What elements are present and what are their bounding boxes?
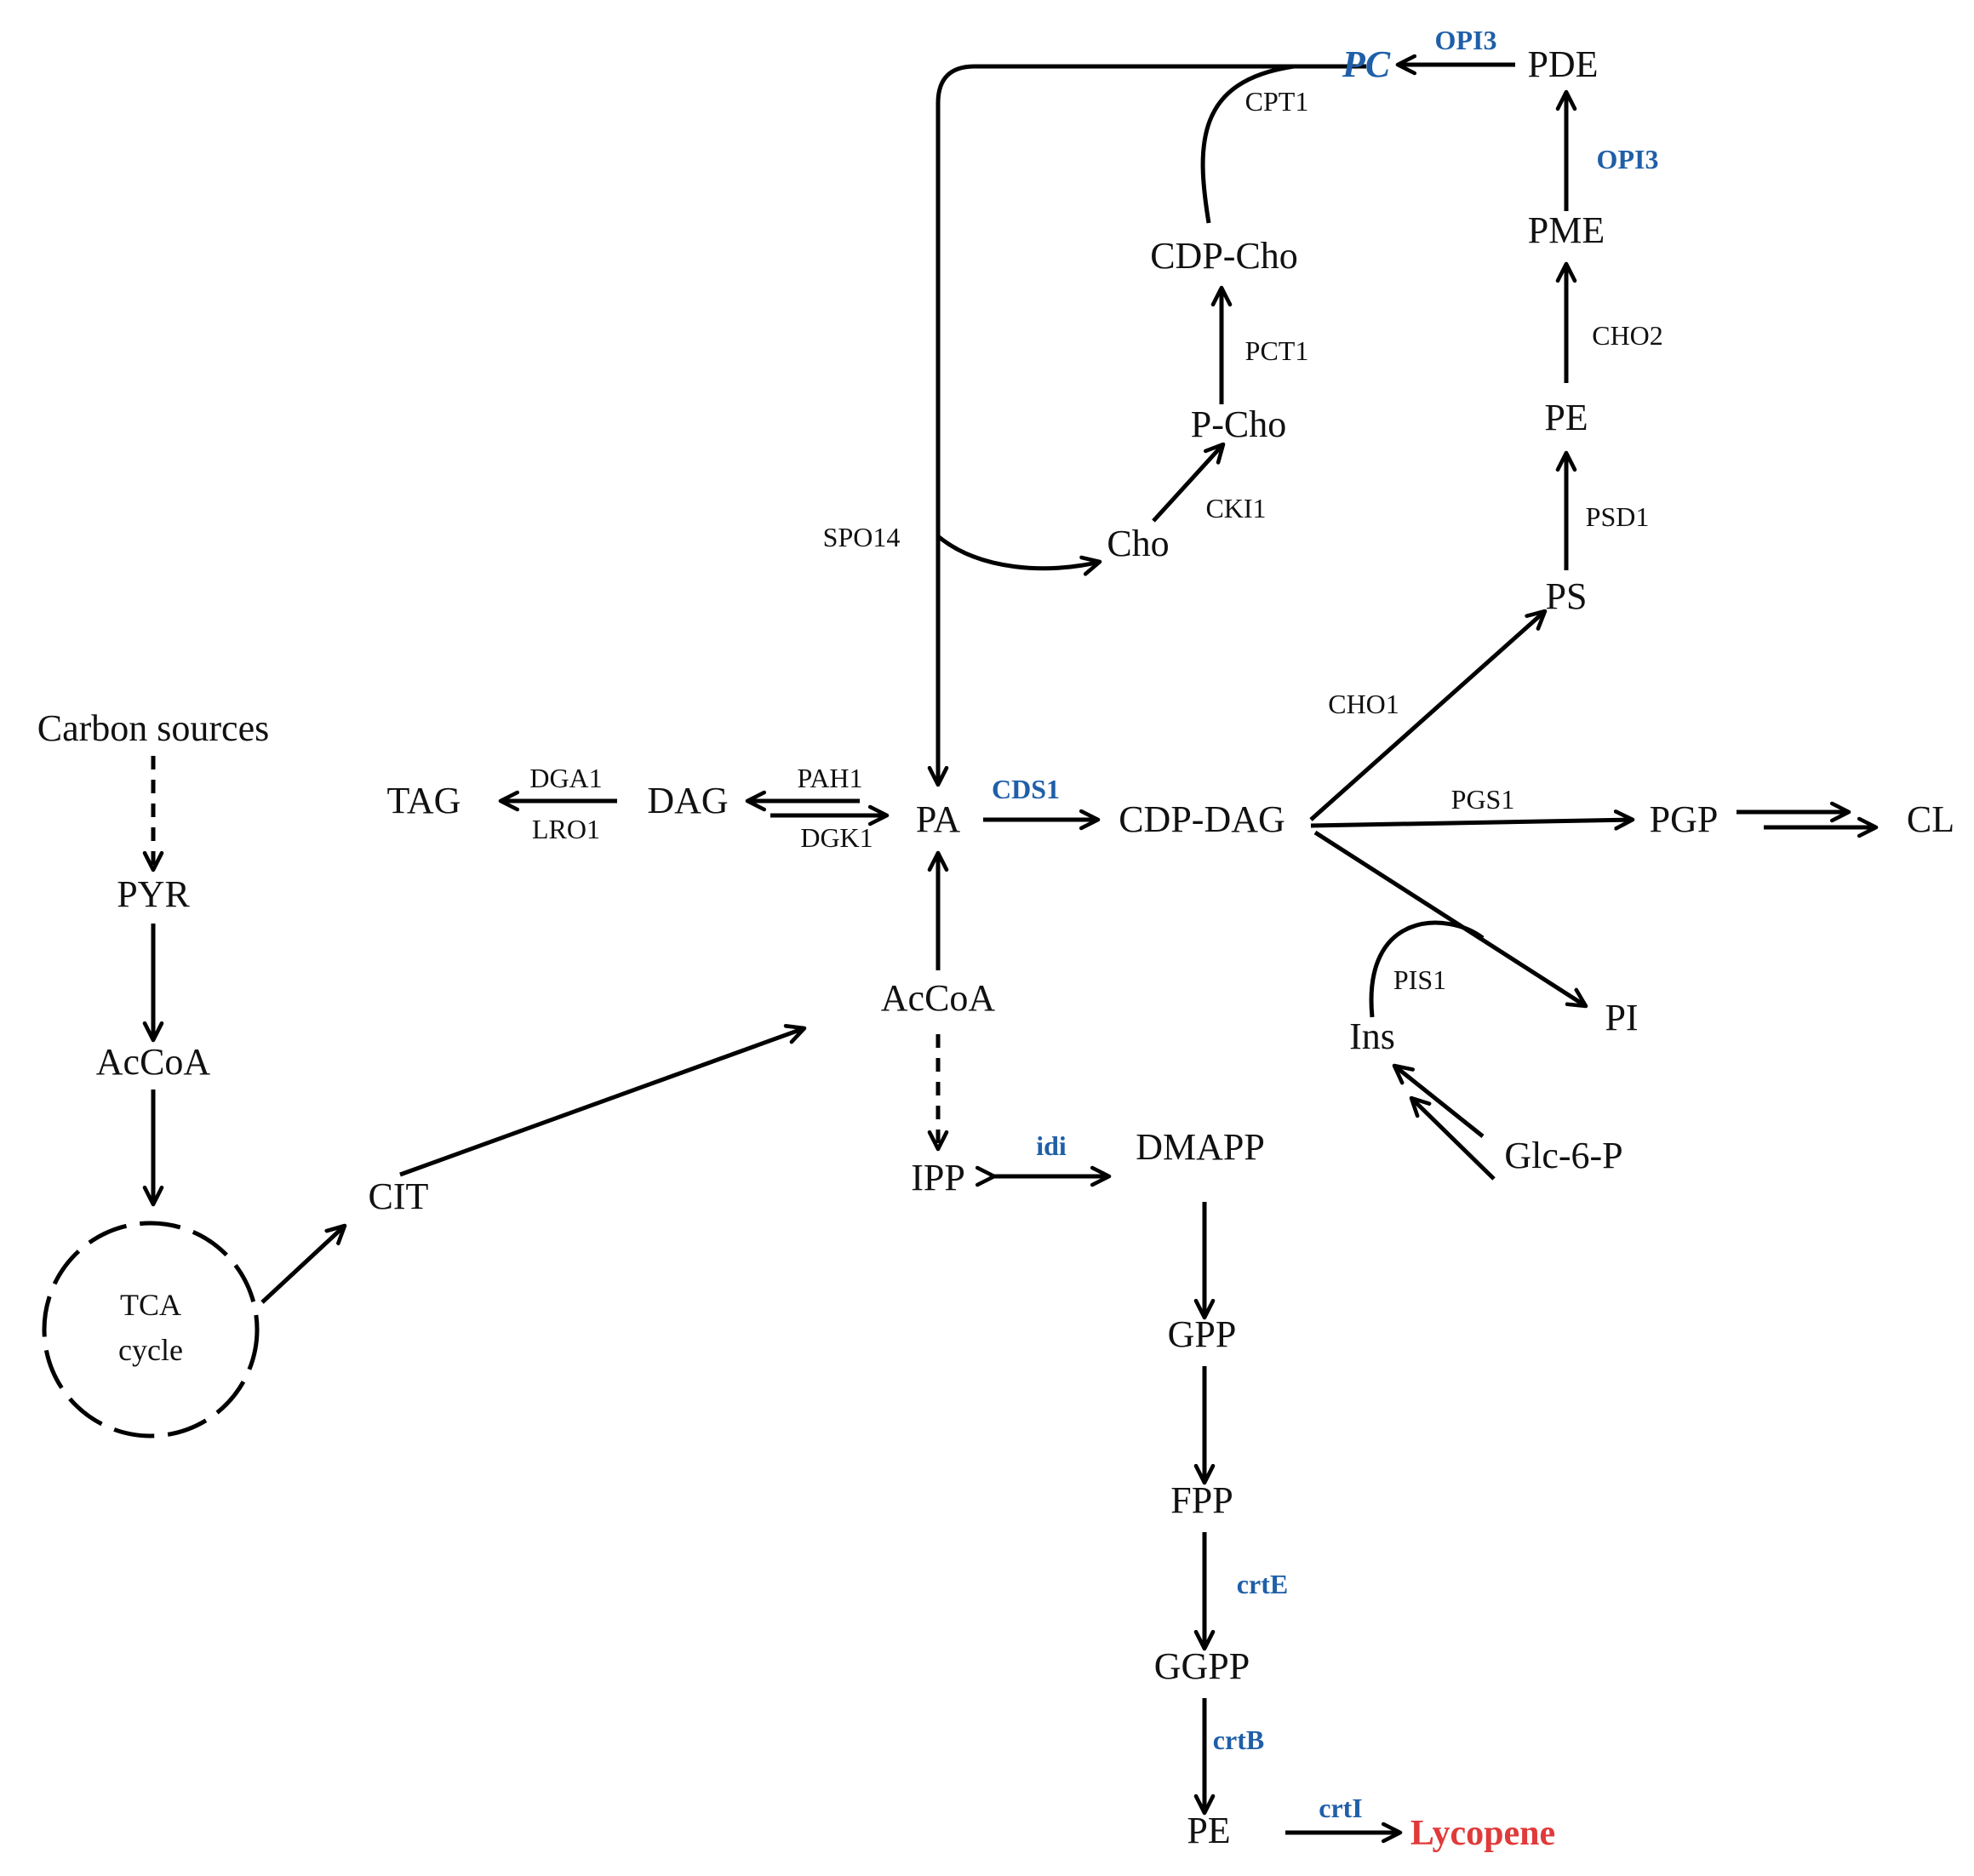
label-cycle: cycle xyxy=(118,1333,183,1367)
label-pme: PME xyxy=(1528,209,1605,251)
label-opi3-top: OPI3 xyxy=(1435,25,1497,55)
label-cki1: CKI1 xyxy=(1205,493,1266,523)
label-crti: crtI xyxy=(1319,1793,1363,1823)
label-dag: DAG xyxy=(647,780,728,821)
label-pc: PC xyxy=(1342,43,1391,85)
curve-spo14-to-cho xyxy=(936,535,1100,569)
label-cds1: CDS1 xyxy=(992,774,1060,804)
label-cpt1: CPT1 xyxy=(1245,86,1309,117)
enzyme-labels: DGA1 LRO1 PAH1 DGK1 PGS1 CHO1 PIS1 PSD1 … xyxy=(529,86,1662,995)
label-ps: PS xyxy=(1546,575,1588,617)
label-pgs1: PGS1 xyxy=(1451,784,1515,815)
metabolite-labels: Carbon sources PYR AcCoA TCA cycle CIT T… xyxy=(37,43,1954,1853)
label-cdp-dag: CDP-DAG xyxy=(1119,798,1285,840)
label-cho: Cho xyxy=(1107,523,1169,564)
label-dmapp: DMAPP xyxy=(1136,1126,1265,1168)
label-pis1: PIS1 xyxy=(1393,964,1446,995)
label-fpp: FPP xyxy=(1170,1479,1233,1521)
label-pyr: PYR xyxy=(117,873,190,915)
curve-cdpcho-to-cpt1 xyxy=(1200,64,1295,224)
label-ipp: IPP xyxy=(911,1157,965,1198)
arrow-cit-to-accoa xyxy=(399,1028,804,1177)
line-pc-to-pa xyxy=(938,64,1366,785)
label-pi: PI xyxy=(1605,997,1638,1038)
label-cho1: CHO1 xyxy=(1328,689,1399,719)
label-tag: TAG xyxy=(387,780,461,821)
arrow-cho-to-pcho xyxy=(1152,444,1223,523)
label-dgk1: DGK1 xyxy=(800,822,873,853)
label-ins: Ins xyxy=(1349,1015,1395,1057)
label-glc-6-p: Glc-6-P xyxy=(1504,1135,1622,1176)
arrow-cdpdag-to-ps xyxy=(1309,611,1545,821)
curve-ins-to-pis1 xyxy=(1369,920,1485,1018)
label-pah1: PAH1 xyxy=(797,763,862,793)
label-idi: idi xyxy=(1036,1130,1067,1161)
label-pgp: PGP xyxy=(1650,798,1719,840)
arrow-glc6p-to-ins-1 xyxy=(1394,1066,1485,1138)
label-pde: PDE xyxy=(1527,43,1598,85)
label-accoa-left: AcCoA xyxy=(96,1041,211,1083)
arrow-glc6p-to-ins-2 xyxy=(1411,1098,1496,1181)
label-accoa-center: AcCoA xyxy=(881,977,996,1019)
label-lycopene: Lycopene xyxy=(1410,1814,1555,1853)
label-lro1: LRO1 xyxy=(532,814,600,844)
label-psd1: PSD1 xyxy=(1586,501,1650,532)
label-cho2: CHO2 xyxy=(1592,320,1663,351)
engineered-enzyme-labels: CDS1 OPI3 OPI3 idi crtE crtB crtI xyxy=(992,25,1658,1823)
label-pe-bottom: PE xyxy=(1187,1810,1230,1851)
label-crte: crtE xyxy=(1237,1569,1288,1599)
label-pa: PA xyxy=(916,798,960,840)
label-opi3-vertical: OPI3 xyxy=(1597,144,1659,174)
label-gpp: GPP xyxy=(1168,1313,1237,1355)
label-cl: CL xyxy=(1907,798,1954,840)
arrow-tca-to-cit xyxy=(260,1226,345,1304)
connectors xyxy=(42,64,1876,1833)
label-cdp-cho: CDP-Cho xyxy=(1150,235,1298,277)
arrow-cdpdag-to-pgp xyxy=(1310,820,1633,826)
label-spo14: SPO14 xyxy=(823,522,901,552)
label-pct1: PCT1 xyxy=(1245,335,1309,366)
label-ggpp: GGPP xyxy=(1154,1645,1250,1687)
label-dga1: DGA1 xyxy=(529,763,602,793)
label-cit: CIT xyxy=(369,1175,429,1217)
label-carbon-sources: Carbon sources xyxy=(37,707,270,749)
label-pe-top: PE xyxy=(1544,397,1588,438)
label-p-cho: P-Cho xyxy=(1191,403,1286,445)
label-crtb: crtB xyxy=(1213,1724,1264,1755)
tca-cycle-circle xyxy=(42,1221,260,1438)
arrow-cdpdag-to-pi xyxy=(1313,830,1586,1006)
label-tca: TCA xyxy=(120,1288,181,1322)
